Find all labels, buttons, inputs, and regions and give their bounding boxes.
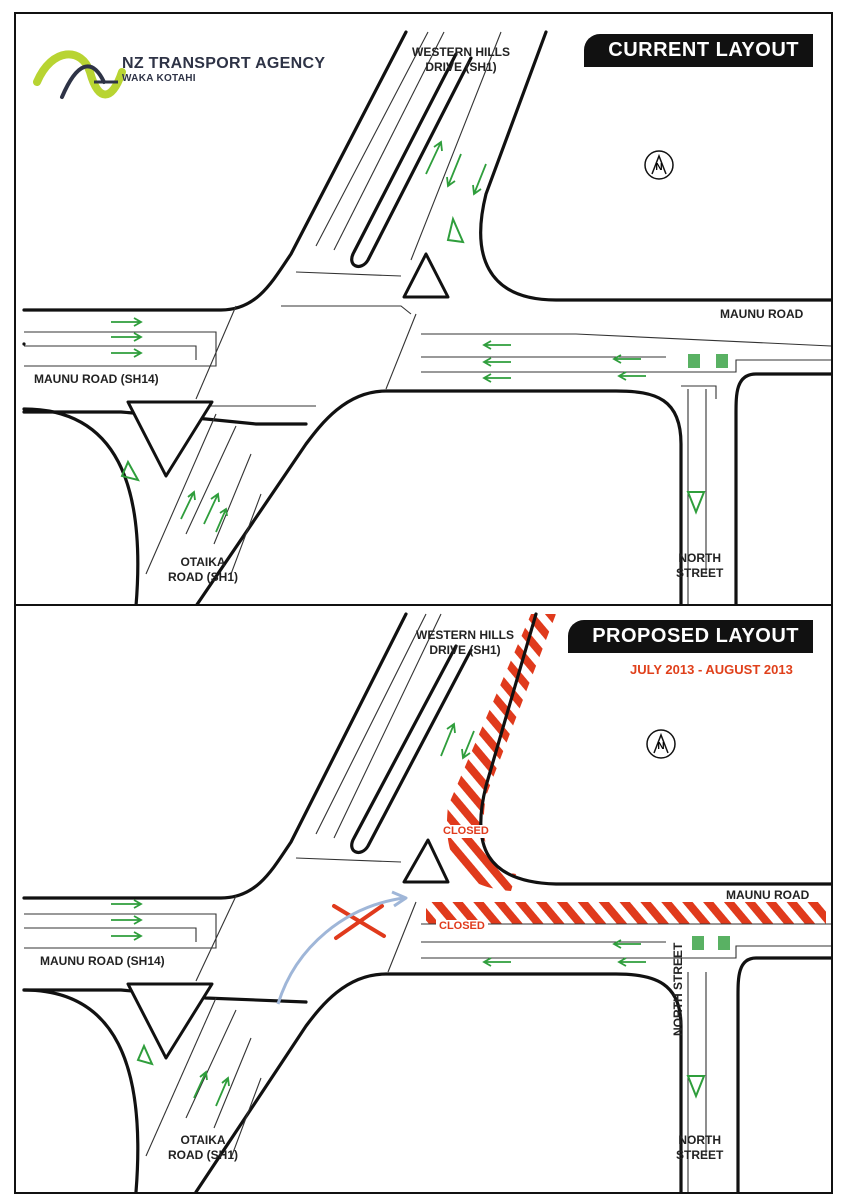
otaika-road-label: OTAIKA ROAD (SH1) (168, 1133, 238, 1163)
otaika-line-1: OTAIKA (180, 555, 226, 569)
lane-line (333, 613, 442, 839)
median-strip (350, 52, 473, 269)
north-street-line-1: NORTH (678, 551, 721, 565)
lane-arrow-icon (111, 140, 646, 533)
pedestrian-crossing-icon (692, 936, 730, 950)
lane-line (385, 313, 417, 390)
logo-name: NZ TRANSPORT AGENCY (122, 55, 326, 72)
closed-label-maunu-road: CLOSED (436, 920, 488, 933)
lane-line (230, 493, 262, 575)
logo-text: NZ TRANSPORT AGENCY WAKA KOTAHI (122, 56, 325, 86)
road-edge (22, 988, 140, 1192)
lane-line (185, 425, 237, 535)
proposed-map: N (22, 612, 831, 1192)
lane-line (387, 901, 417, 973)
traffic-island (126, 400, 214, 478)
svg-text:N: N (655, 162, 662, 173)
lane-line (213, 453, 252, 545)
current-map: N (22, 30, 831, 606)
current-layout-banner: CURRENT LAYOUT (584, 34, 813, 67)
maunu-road-sh14-label: MAUNU ROAD (SH14) (34, 372, 159, 386)
road-edge (479, 612, 831, 886)
closure-hatch-icon (426, 902, 826, 924)
detour-arrow-icon (276, 890, 408, 1005)
lane-line (213, 1037, 252, 1129)
lane-line (145, 413, 217, 575)
median-strip (350, 644, 473, 855)
lane-line (421, 333, 831, 347)
lane-line (185, 1009, 237, 1119)
maunu-road-label: MAUNU ROAD (720, 307, 804, 321)
road-edge (22, 410, 308, 426)
lane-line (230, 1077, 262, 1159)
current-layout-panel: N NZ TRANSPORT AGENCY WAKA KOTAHI CURREN… (14, 12, 833, 608)
lane-line (687, 972, 707, 1192)
traffic-island (126, 982, 214, 1060)
lane-line (421, 359, 831, 373)
road-edge (22, 30, 408, 312)
otaika-line-2: ROAD (SH1) (168, 570, 239, 584)
north-street-label: NORTH STREET (676, 1133, 723, 1163)
nzta-logo (33, 50, 126, 99)
western-hills-line-2: DRIVE (SH1) (425, 60, 497, 74)
lane-line (145, 997, 217, 1157)
road-edge (22, 407, 140, 606)
lane-line (24, 913, 217, 949)
otaika-road-label: OTAIKA ROAD (SH1) (168, 555, 238, 585)
lane-line (687, 389, 707, 606)
lane-line (333, 31, 445, 251)
lane-line (315, 31, 429, 247)
north-street-label: NORTH STREET (676, 551, 723, 581)
road-edge (194, 972, 683, 1192)
road-edge (479, 30, 831, 302)
traffic-island (402, 252, 450, 299)
lane-line (295, 271, 402, 277)
lane-line (295, 857, 402, 863)
north-compass-icon: N (646, 729, 676, 759)
lane-line (410, 31, 502, 261)
traffic-island (402, 838, 450, 884)
pedestrian-crossing-icon (688, 354, 728, 368)
lane-line (195, 305, 237, 400)
proposed-layout-banner: PROPOSED LAYOUT (568, 620, 813, 653)
north-street-line-2: STREET (676, 566, 724, 580)
north-street-line-2: STREET (676, 1148, 724, 1162)
otaika-line-2: ROAD (SH1) (168, 1148, 239, 1162)
no-right-turn-cross-icon (332, 904, 386, 940)
road-edge (736, 956, 831, 1192)
maunu-road-label: MAUNU ROAD (726, 888, 810, 902)
closure-hatch-icon (446, 614, 556, 891)
give-way-triangle-icon (120, 215, 706, 515)
north-street-vertical-label: NORTH STREET (671, 942, 685, 1036)
lane-line (315, 613, 427, 835)
western-hills-line-1: WESTERN HILLS (412, 45, 510, 59)
lane-line (421, 945, 831, 959)
proposed-dates: JULY 2013 - AUGUST 2013 (630, 662, 793, 677)
lane-line (24, 927, 197, 942)
north-street-line-1: NORTH (678, 1133, 721, 1147)
western-hills-line-2: DRIVE (SH1) (429, 643, 501, 657)
give-way-triangle-icon (136, 1043, 706, 1099)
lane-line (24, 331, 217, 367)
western-hills-line-1: WESTERN HILLS (416, 628, 514, 642)
lane-line (195, 895, 237, 982)
closed-label-slip-lane: CLOSED (440, 825, 492, 838)
proposed-layout-panel: N PROPOSED LAYOUT JULY 2013 - AUGUST 201… (14, 604, 833, 1194)
lane-line (681, 385, 717, 399)
maunu-road-sh14-label: MAUNU ROAD (SH14) (40, 954, 165, 968)
road-edge (22, 612, 408, 900)
western-hills-label: WESTERN HILLS DRIVE (SH1) (412, 45, 510, 75)
road-edge (194, 389, 683, 606)
north-compass-icon: N (644, 150, 674, 180)
otaika-line-1: OTAIKA (180, 1133, 226, 1147)
lane-line (281, 305, 412, 315)
svg-text:N: N (657, 741, 664, 752)
western-hills-label: WESTERN HILLS DRIVE (SH1) (416, 628, 514, 658)
logo-subtitle: WAKA KOTAHI (122, 73, 196, 84)
lane-arrow-icon (111, 722, 646, 1107)
lane-line (24, 345, 197, 360)
road-edge (734, 372, 831, 606)
